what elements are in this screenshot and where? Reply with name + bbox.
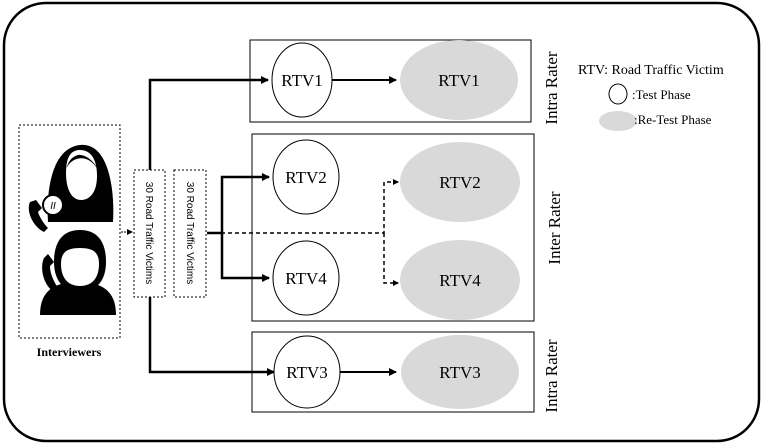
retest-phase-label-rtv2: RTV2: [439, 173, 480, 192]
test-phase-label-rtv3: RTV3: [286, 363, 327, 382]
interviewers-label: Interviewers: [37, 345, 102, 359]
retest-phase-node-rtv2: [400, 142, 520, 222]
legend-test-phase-swatch: [608, 83, 628, 105]
test-phase-label-rtv1: RTV1: [281, 71, 322, 90]
retest-phase-label-rtv1: RTV1: [438, 71, 479, 90]
rater-label-row-3: Intra Rater: [542, 339, 561, 412]
group-box-2: [173, 169, 207, 298]
legend-retest-phase-swatch: [599, 111, 637, 131]
retest-phase-label-rtv4: RTV4: [439, 271, 481, 290]
rater-label-row-2: Inter Rater: [545, 191, 564, 264]
test-phase-node-rtv4: [272, 240, 340, 316]
group-label-1: 30 Road Traffic Victims: [143, 182, 154, 284]
test-phase-node-rtv2: [272, 139, 340, 215]
interviewers-box: [18, 124, 121, 339]
headscarf-woman-on-phone-icon: II: [28, 144, 114, 232]
retest-phase-node-rtv3: [401, 335, 519, 409]
legend-retest-phase-label: :Re-Test Phase: [634, 112, 712, 127]
group-label-2: 30 Road Traffic Victims: [184, 182, 195, 284]
svg-text:II: II: [50, 201, 56, 212]
legend-title: RTV: Road Traffic Victim: [578, 63, 724, 78]
retest-phase-node-rtv1: [400, 40, 518, 120]
test-phase-label-rtv2: RTV2: [285, 168, 326, 187]
man-on-phone-icon: [40, 230, 116, 315]
arrow-to-rtv3: [148, 297, 275, 376]
arrow-to-rtv2: [207, 173, 270, 235]
retest-phase-node-rtv4: [400, 240, 520, 320]
legend-test-phase-label: :Test Phase: [632, 87, 691, 102]
test-phase-label-rtv4: RTV4: [285, 269, 327, 288]
dashed-arrow-to-retest-rtv4: [383, 233, 399, 286]
arrow-to-rtv4: [220, 233, 270, 282]
retest-phase-label-rtv3: RTV3: [439, 363, 480, 382]
dashed-arrow-to-retest-rtv2: [207, 179, 399, 234]
rater-label-row-1: Intra Rater: [542, 51, 561, 124]
arrow-to-rtv1: [148, 76, 269, 170]
frame-row-2: [251, 133, 535, 322]
